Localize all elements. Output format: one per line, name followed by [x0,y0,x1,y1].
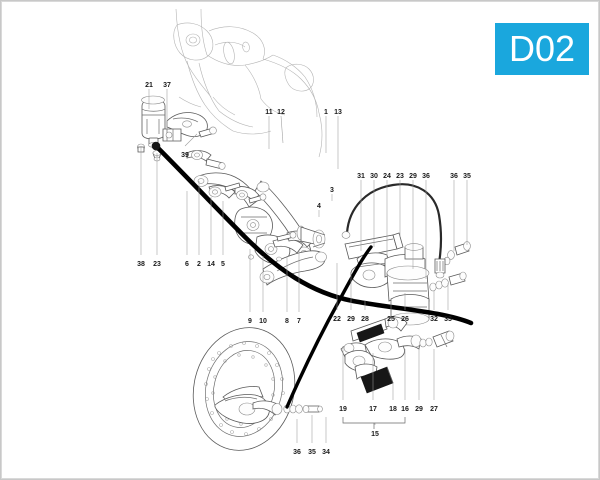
callout-label-4: 4 [317,203,321,210]
callout-label-13: 13 [334,109,342,116]
callout-leader-lines [140,89,468,443]
callout-label-9: 9 [248,318,252,325]
linkage-bolts [224,182,297,262]
callout-label-29: 29 [409,173,417,180]
diagram-code-label: D02 [508,28,576,69]
callout-label-1: 1 [324,109,328,116]
callout-label-29: 29 [415,406,423,413]
callout-label-2: 2 [197,261,201,268]
callout-label-19: 19 [339,406,347,413]
brake-hose-to-caliper [285,245,373,409]
bolt-39 [198,126,217,138]
callout-label-12: 12 [277,109,285,116]
right-hardware [429,241,471,292]
callout-label-6: 6 [185,261,189,268]
callout-label-5: 5 [221,261,225,268]
callout-label-15: 15 [371,431,379,438]
callout-label-39: 39 [181,152,189,159]
diagram-code-badge: D02 [495,23,589,75]
callout-label-35: 35 [308,449,316,456]
callout-label-7: 7 [297,318,301,325]
callout-label-22: 22 [333,316,341,323]
callout-label-30: 30 [370,173,378,180]
brake-disc-assembly [192,327,323,451]
callout-label-10: 10 [259,318,267,325]
callout-label-31: 31 [357,173,365,180]
rear-master-cylinder-assembly [340,232,471,394]
callout-label-32: 32 [430,316,438,323]
callout-label-17: 17 [369,406,377,413]
group-bracket-15 [342,417,406,429]
callout-label-27: 27 [430,406,438,413]
leader-line-12 [280,115,284,144]
callout-label-38: 38 [137,261,145,268]
leader-line-39 [184,133,198,147]
callout-label-23: 23 [153,261,161,268]
callout-label-29: 29 [347,316,355,323]
frame-linework [173,8,323,158]
brake-line-arc [341,183,446,279]
callout-label-36: 36 [293,449,301,456]
callout-label-3: 3 [330,187,334,194]
callout-label-18: 18 [389,406,397,413]
group-bracket-path [342,417,406,424]
callout-label-24: 24 [383,173,391,180]
callout-label-36: 36 [450,173,458,180]
callout-label-14: 14 [207,261,215,268]
callout-label-35: 35 [463,173,471,180]
callout-label-25: 25 [387,316,395,323]
callout-label-33: 33 [444,316,452,323]
callout-label-34: 34 [322,449,330,456]
brake-hose-main [151,141,474,326]
callout-label-8: 8 [285,318,289,325]
callout-label-28: 28 [361,316,369,323]
callout-label-36: 36 [422,173,430,180]
callout-label-23: 23 [396,173,404,180]
callout-label-11: 11 [265,109,273,116]
callout-label-16: 16 [401,406,409,413]
callout-label-26: 26 [401,316,409,323]
callout-label-37: 37 [163,82,171,89]
callout-label-21: 21 [145,82,153,89]
